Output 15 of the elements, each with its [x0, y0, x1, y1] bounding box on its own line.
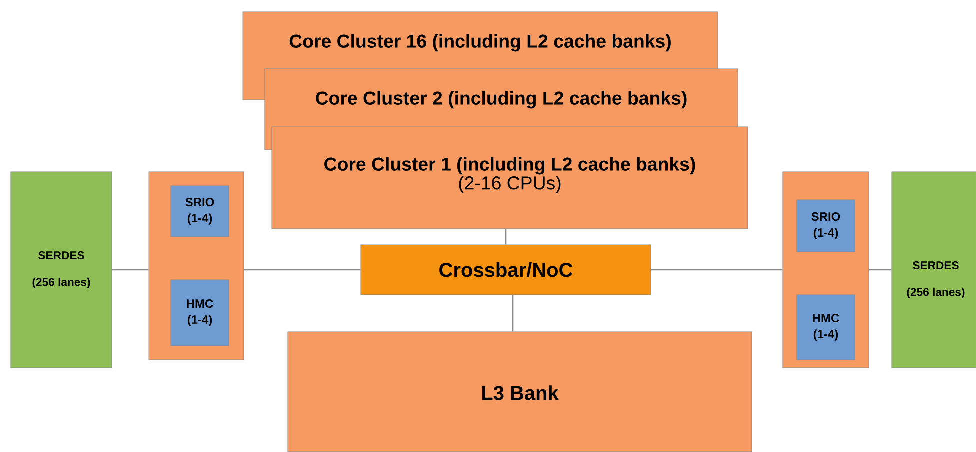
- connector-line: [505, 229, 507, 245]
- interface-box: HMC (1-4): [170, 280, 230, 346]
- cluster-box: Core Cluster 1 (including L2 cache banks) (2-16 CPUs): [272, 126, 748, 230]
- connector-line: [512, 295, 514, 332]
- connector-line: [651, 269, 783, 271]
- connector-line: [112, 269, 149, 271]
- serdes-box: SERDES (256 lanes): [892, 172, 976, 368]
- interface-box: SRIO (1-4): [796, 200, 856, 252]
- interface-box: SRIO (1-4): [170, 186, 230, 238]
- connector-line: [869, 269, 892, 271]
- crossbar-box: Crossbar/NoC: [360, 244, 652, 296]
- connector-line: [244, 269, 361, 271]
- cache-bank-box: L3 Bank: [288, 332, 752, 452]
- serdes-box: SERDES (256 lanes): [10, 172, 112, 368]
- interface-box: HMC (1-4): [796, 294, 856, 360]
